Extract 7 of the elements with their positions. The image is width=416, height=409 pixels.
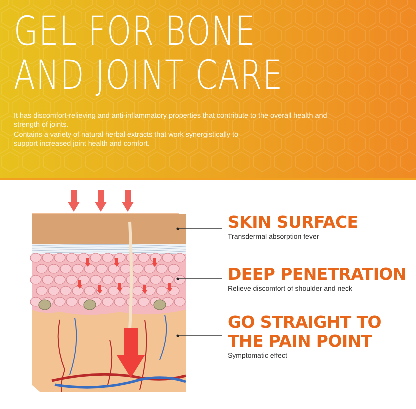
- leader-line: [176, 278, 222, 280]
- heading: GO STRAIGHT TO THE PAIN POINT: [228, 313, 383, 351]
- title: GEL FOR BONE AND JOINT CARE: [14, 10, 284, 98]
- heading: DEEP PENETRATION: [228, 265, 408, 284]
- leader-line: [176, 228, 222, 230]
- leader-line: [176, 334, 222, 338]
- heading: SKIN SURFACE: [228, 213, 360, 232]
